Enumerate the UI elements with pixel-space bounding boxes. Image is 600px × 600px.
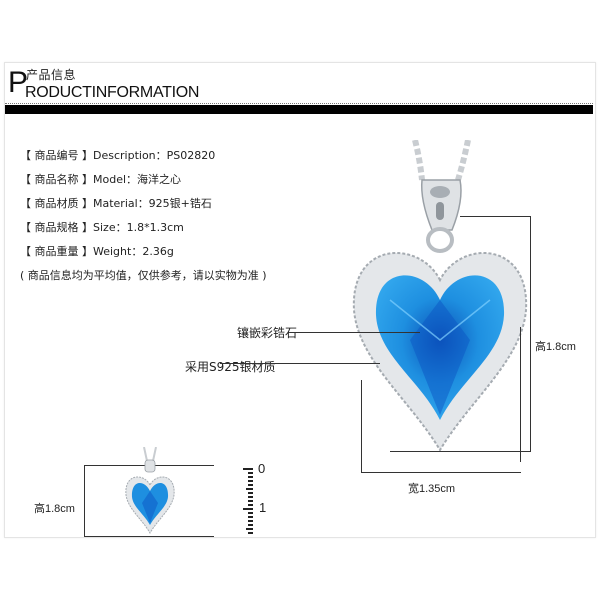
spec-label: 【 商品编号 】 (20, 149, 93, 162)
header-title-cn: 产品信息 (26, 68, 77, 82)
small-box-bottom (84, 536, 214, 537)
heart-pendant-image (352, 140, 528, 452)
small-height-label: 高1.8cm (34, 503, 75, 515)
spec-row-description: 【 商品编号 】Description：PS02820 (20, 147, 267, 171)
spec-label: 【 商品材质 】 (20, 197, 93, 210)
spec-row-material: 【 商品材质 】Material：925银+锆石 (20, 195, 267, 219)
header-bar (5, 105, 593, 114)
product-info-frame (4, 62, 596, 538)
dim-inner-vline (520, 327, 521, 462)
spec-list: 【 商品编号 】Description：PS02820 【 商品名称 】Mode… (20, 147, 267, 291)
dotted-divider (5, 103, 593, 104)
small-box-left (84, 465, 85, 536)
header-initial: P (8, 66, 29, 99)
small-pendant-image (125, 447, 175, 535)
spec-value: Model：海洋之心 (93, 173, 182, 186)
spec-value: Description：PS02820 (93, 149, 216, 162)
width-bottom-line (361, 472, 521, 473)
spec-value: Weight：2.36g (93, 245, 174, 258)
spec-label: 【 商品规格 】 (20, 221, 93, 234)
dim-bottom-line (390, 451, 531, 452)
spec-row-model: 【 商品名称 】Model：海洋之心 (20, 171, 267, 195)
ruler-label-0: 0 (258, 461, 266, 476)
spec-value: Material：925银+锆石 (93, 197, 212, 210)
width-left-line (361, 380, 362, 472)
dim-top-line (460, 216, 530, 217)
callout-material-line (220, 363, 380, 364)
callout-material-label: 采用S925银材质 (185, 360, 276, 374)
spec-label: 【 商品名称 】 (20, 173, 93, 186)
spec-label: 【 商品重量 】 (20, 245, 93, 258)
spec-value: Size：1.8*1.3cm (93, 221, 184, 234)
spec-row-size: 【 商品规格 】Size：1.8*1.3cm (20, 219, 267, 243)
callout-stone-line (290, 332, 420, 333)
callout-stone-label: 镶嵌彩锆石 (237, 326, 298, 340)
ruler-label-1: 1 (259, 500, 267, 515)
spec-row-weight: 【 商品重量 】Weight：2.36g (20, 243, 267, 267)
height-dimension-label: 高1.8cm (535, 341, 576, 353)
ruler (243, 466, 253, 537)
header-title-en: RODUCTINFORMATION (25, 84, 200, 101)
spec-note: ( 商品信息均为平均值，仅供参考，请以实物为准 ) (20, 269, 267, 282)
dim-right-line (530, 216, 531, 452)
width-dimension-label: 宽1.35cm (408, 483, 456, 495)
